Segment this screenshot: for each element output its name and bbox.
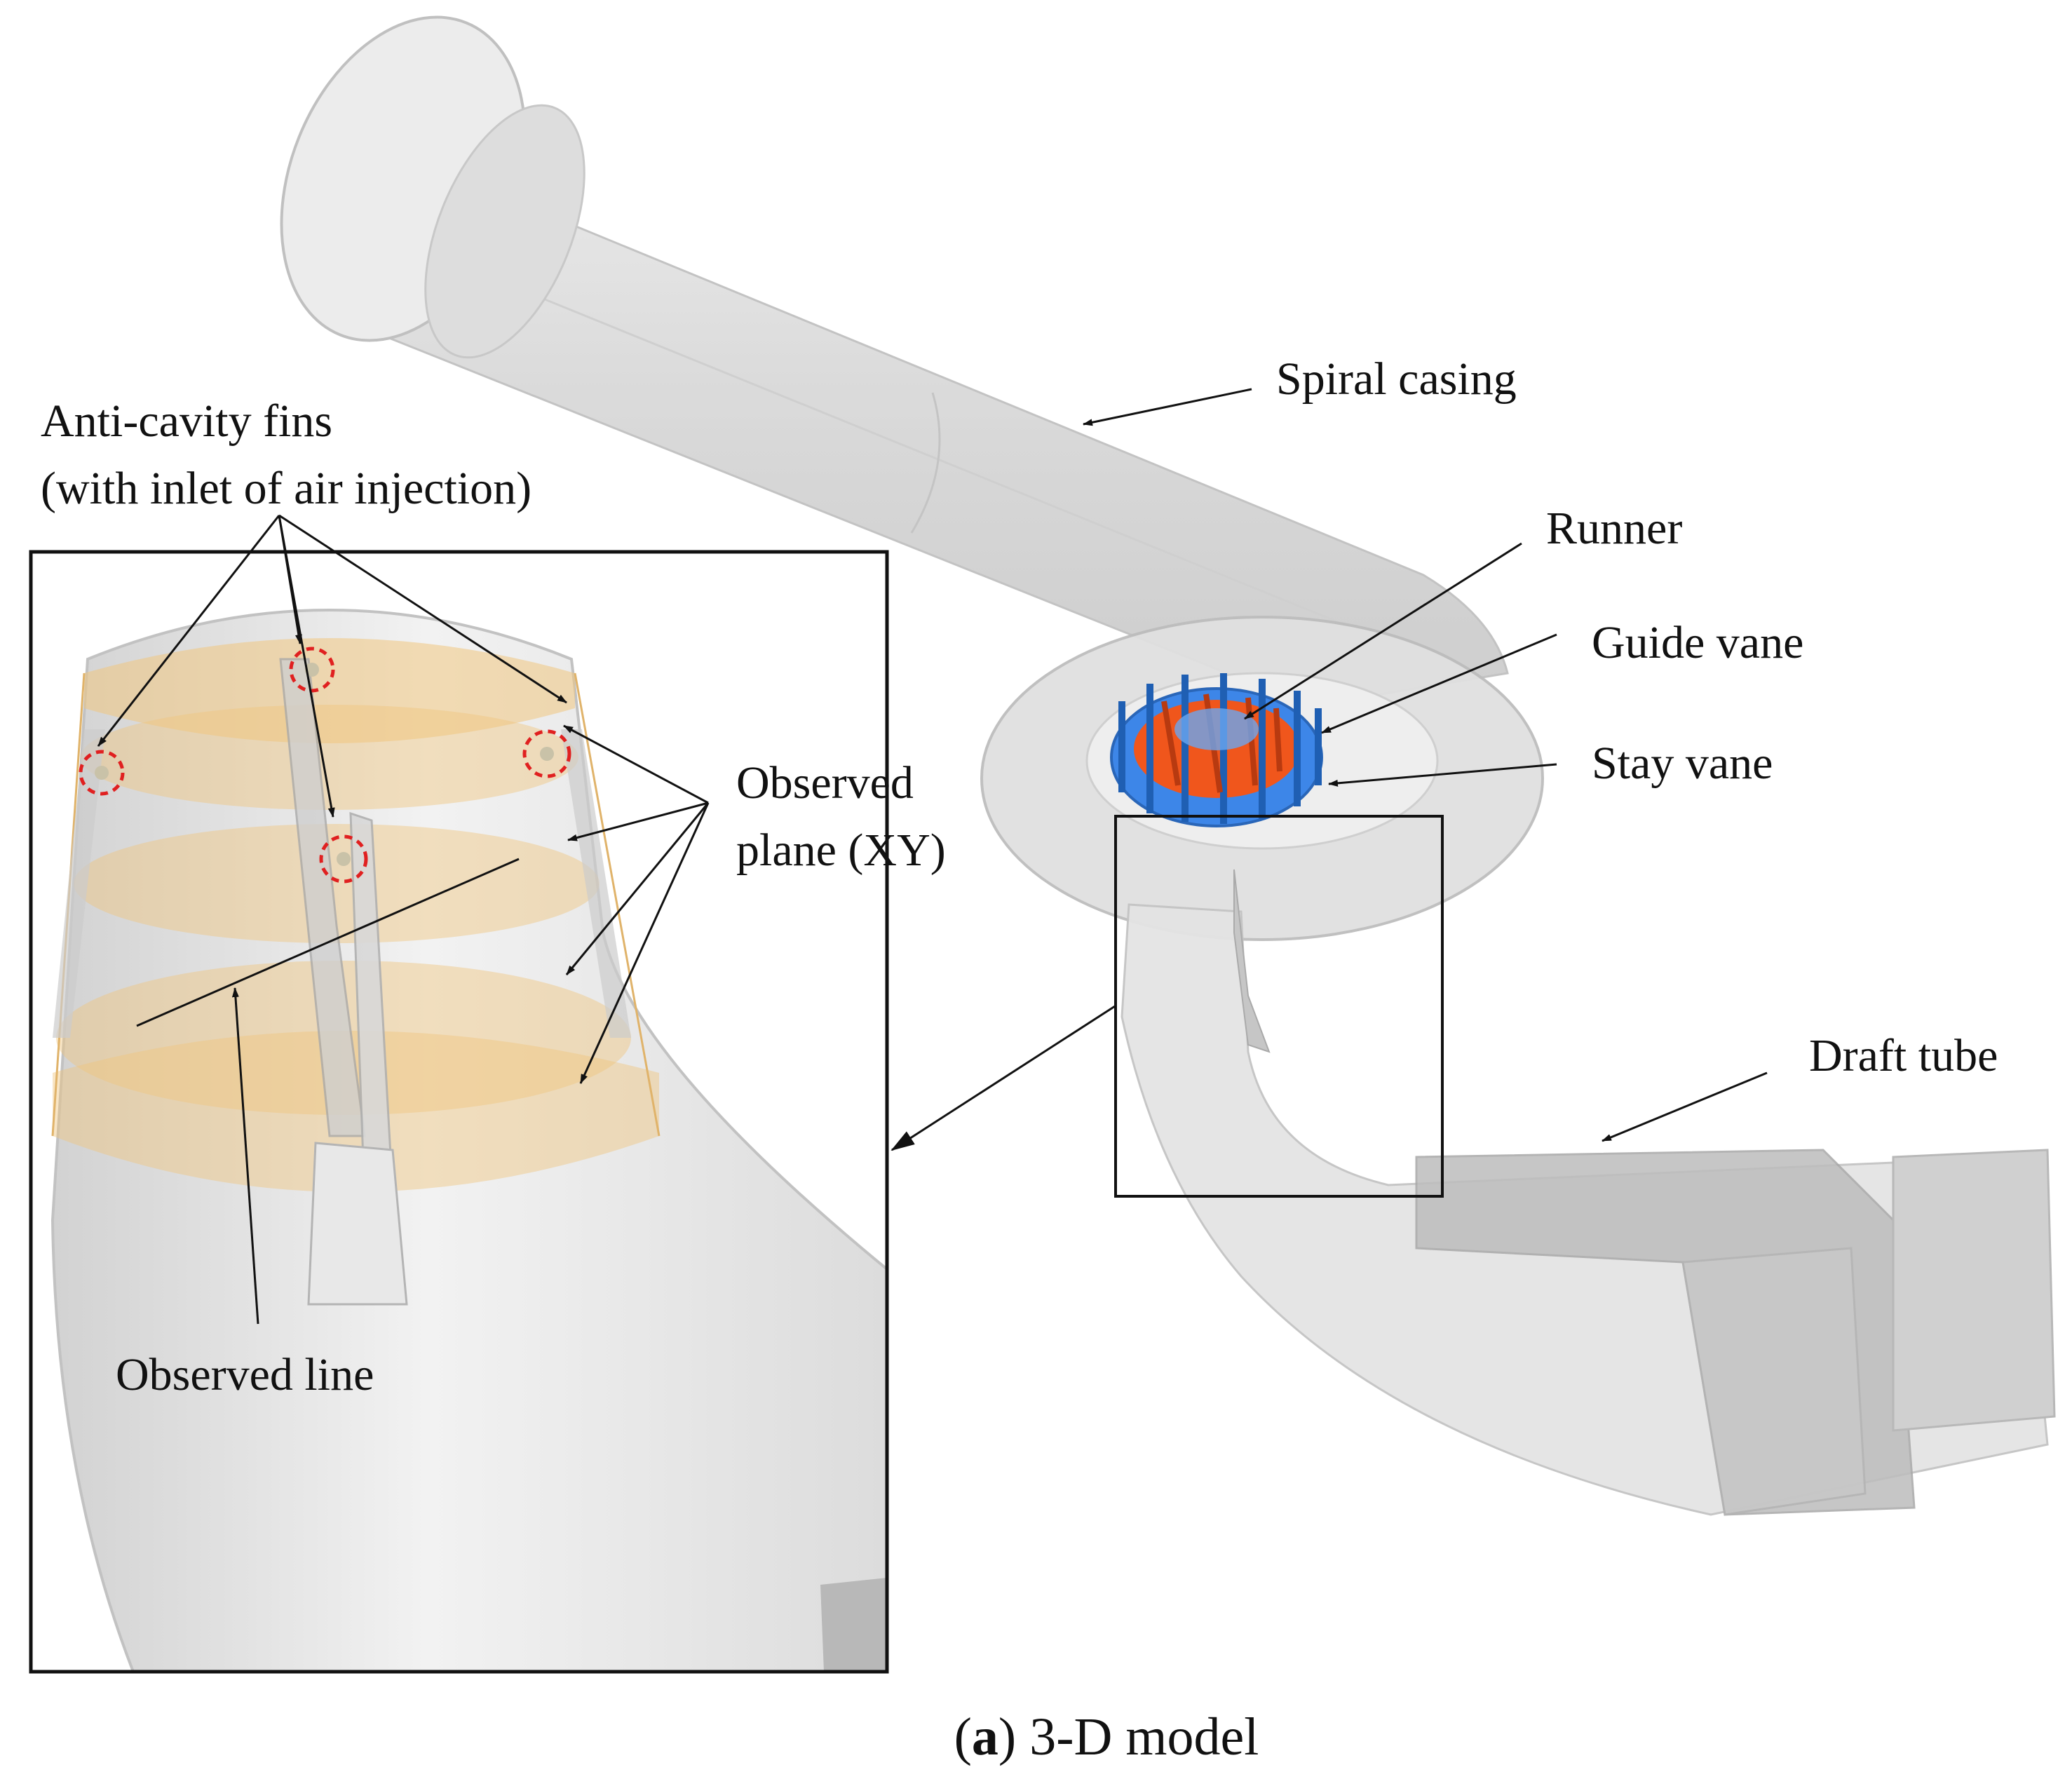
arrow-draft-tube — [1602, 1071, 1768, 1142]
caption-close-paren: ) — [998, 1707, 1016, 1766]
label-runner: Runner — [1546, 503, 1682, 554]
turbine-model — [280, 15, 2056, 1516]
arrow-plane-4 — [579, 802, 710, 1084]
label-observed-plane-line2: plane (XY) — [736, 825, 946, 876]
draft-tube — [1120, 869, 2056, 1516]
arrow-fin-3 — [278, 515, 335, 818]
inset-view — [29, 550, 889, 1674]
label-spiral-casing: Spiral casing — [1276, 353, 1517, 405]
arrow-fin-4 — [278, 514, 567, 704]
caption-open-paren: ( — [954, 1707, 972, 1766]
arrow-to-inset — [891, 1005, 1116, 1151]
label-draft-tube: Draft tube — [1809, 1030, 1998, 1081]
inset-frame — [29, 550, 889, 1674]
detail-frame — [1114, 815, 1444, 1198]
annotation-arrows — [97, 388, 1768, 1325]
arrow-plane-2 — [567, 801, 709, 841]
arrow-plane-1 — [563, 724, 709, 804]
label-observed-plane-line1: Observed — [736, 757, 914, 809]
air-inlet-marker — [79, 750, 125, 796]
arrow-runner — [1244, 542, 1522, 720]
arrow-spiral-casing — [1083, 388, 1252, 426]
caption-text: 3-D model — [1016, 1707, 1259, 1766]
arrow-observed-line — [231, 987, 259, 1325]
labels: Anti-cavity fins (with inlet of air inje… — [41, 353, 1998, 1400]
air-inlet-markers — [79, 647, 571, 884]
arrow-plane-3 — [565, 802, 710, 975]
label-air-injection: (with inlet of air injection) — [41, 463, 531, 514]
label-guide-vane: Guide vane — [1592, 617, 1803, 668]
runner-assembly — [1110, 673, 1323, 827]
label-observed-line: Observed line — [116, 1349, 374, 1400]
label-stay-vane: Stay vane — [1592, 738, 1773, 789]
arrow-stay-vane — [1328, 763, 1557, 787]
arrow-fin-1 — [97, 515, 280, 747]
arrow-guide-vane — [1321, 633, 1557, 734]
air-inlet-marker — [319, 834, 368, 884]
caption-letter: a — [972, 1707, 998, 1766]
label-anti-cavity-fins: Anti-cavity fins — [41, 395, 332, 447]
spiral-casing-pipe — [280, 15, 1509, 710]
air-inlet-marker — [289, 647, 335, 693]
air-inlet-marker — [522, 729, 571, 778]
anti-cavity-fin-shapes — [53, 658, 887, 1672]
observed-line — [136, 858, 520, 1027]
figure-caption: (a) 3-D model — [954, 1707, 1259, 1766]
